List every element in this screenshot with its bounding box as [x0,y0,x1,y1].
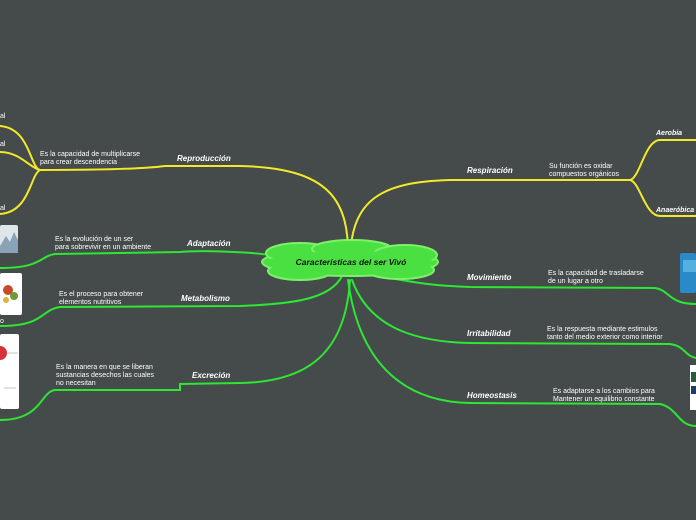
image-movimiento-thumbnail [680,253,696,293]
branch-reproduccion-sub-1 [0,125,41,171]
node-respiracion-label[interactable]: Respiración [467,166,513,175]
branch-respiracion-aerobia [629,139,696,181]
node-irritabilidad-label[interactable]: Irritabilidad [467,329,511,338]
node-excrecion-label[interactable]: Excreción [192,371,231,380]
edge-fragment-text: al [0,205,6,212]
edge-fragment-text: al [0,113,6,120]
image-homeostasis-thumbnail [690,365,696,410]
central-node-cloud[interactable] [261,239,439,281]
branch-movimiento [379,275,696,305]
central-node-title[interactable]: Características del ser Vivó [295,257,407,267]
node-metabolismo-desc: Es el proceso para obtener elementos nut… [59,291,144,306]
node-homeostasis-desc: Es adaptarse a los cambios para Mantener… [553,388,655,403]
image-metabolismo-thumbnail [0,273,22,315]
node-metabolismo-label[interactable]: Metabolismo [181,294,230,303]
branch-reproduccion-sub-3 [0,169,41,215]
node-reproduccion-desc: Es la capacidad de multiplicarse para cr… [40,151,140,166]
branch-irritabilidad [351,279,696,359]
node-respiracion-desc: Su función es oxidar compuestos orgánico… [549,163,620,178]
branch-excrecion [0,279,351,421]
node-homeostasis-label[interactable]: Homeostasis [467,391,517,400]
edge-fragment-text: o [0,318,4,325]
node-anaerobica-label[interactable]: Anaeróbica [656,207,695,214]
edge-fragment-text: al [0,141,6,148]
node-adaptacion-label[interactable]: Adaptación [187,239,231,248]
node-irritabilidad-desc: Es la respuesta mediante estimulos tanto… [547,326,663,341]
branch-reproduccion-sub-2 [0,151,41,171]
node-movimiento-label[interactable]: Movimiento [467,273,512,282]
branch-respiracion-anaerobica [629,179,696,217]
node-aerobia-label[interactable]: Aerobia [656,130,683,137]
image-excrecion-thumbnail [0,334,19,409]
branch-respiracion [349,179,631,259]
image-adaptacion-thumbnail [0,225,18,253]
branch-metabolismo [0,275,343,327]
branch-reproduccion [39,165,350,263]
node-reproduccion-label[interactable]: Reproducción [177,154,231,163]
branch-homeostasis [347,279,696,427]
node-adaptacion-desc: Es la evolución de un ser para sobrevivi… [55,236,152,251]
node-excrecion-desc: Es la manera en que se liberan sustancia… [56,364,155,387]
branch-adaptacion [0,250,271,269]
node-movimiento-desc: Es la capacidad de trasladarse de un lug… [548,270,644,285]
